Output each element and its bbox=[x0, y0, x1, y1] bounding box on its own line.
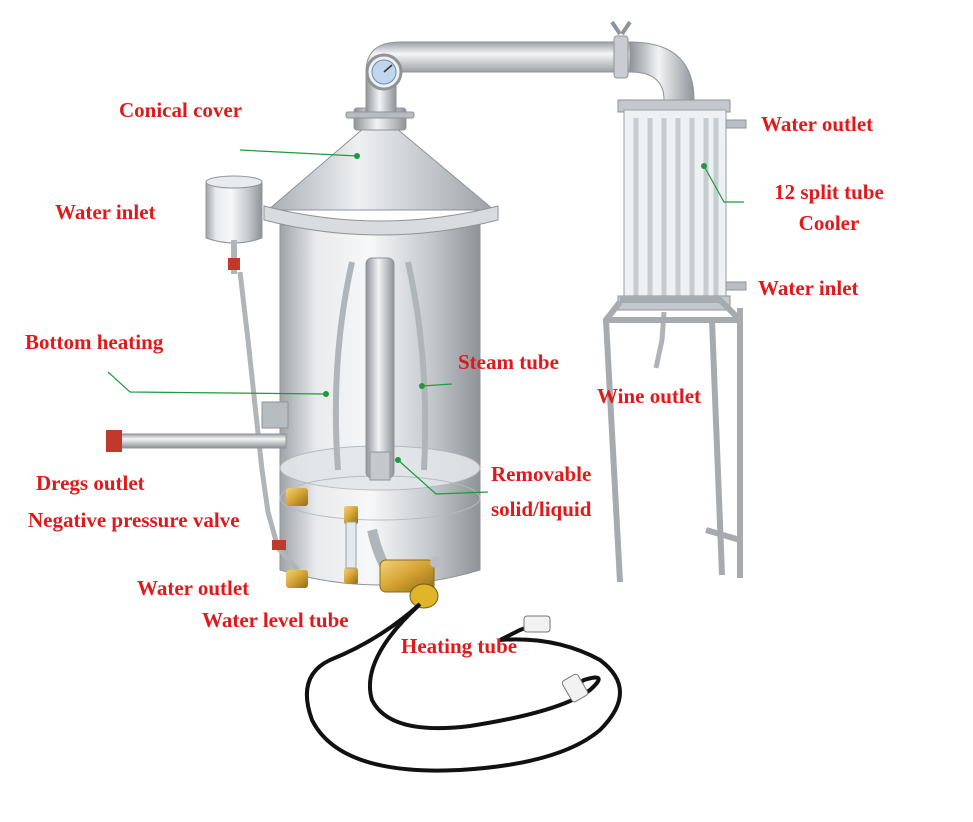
leader-lines bbox=[107, 149, 744, 495]
leader-bottom-heating bbox=[107, 371, 327, 395]
label-water-inlet-left: Water inlet bbox=[55, 200, 156, 224]
cooler-stand bbox=[602, 297, 743, 583]
label-wine-outlet: Wine outlet bbox=[597, 384, 702, 408]
power-plug bbox=[523, 615, 589, 703]
steam-tube-shape bbox=[332, 257, 429, 481]
cooler-shape bbox=[617, 99, 747, 369]
label-steam-tube: Steam tube bbox=[458, 350, 559, 374]
label-negative-pressure-valve: Negative pressure valve bbox=[28, 508, 240, 532]
side-return-pipe bbox=[237, 271, 300, 572]
label-water-level-tube: Water level tube bbox=[202, 608, 349, 632]
leader-cooler bbox=[703, 165, 744, 203]
dregs-outlet-pipe bbox=[106, 401, 289, 452]
label-water-outlet-right: Water outlet bbox=[761, 112, 874, 136]
label-heating-tube: Heating tube bbox=[401, 634, 518, 658]
leader-removable bbox=[397, 459, 489, 495]
brass-fittings bbox=[272, 488, 358, 588]
leader-conical-cover bbox=[239, 149, 358, 157]
label-cooler-line1: 12 split tube bbox=[774, 180, 884, 204]
thermometer-gauge bbox=[365, 53, 403, 91]
label-cooler: 12 split tube Cooler bbox=[754, 177, 904, 239]
label-solid-liquid: solid/liquid bbox=[491, 497, 592, 521]
leader-dots bbox=[323, 153, 707, 463]
heating-element bbox=[367, 528, 442, 609]
label-removable: Removable bbox=[491, 462, 592, 486]
leader-steam-tube bbox=[421, 383, 453, 387]
label-dregs-outlet: Dregs outlet bbox=[36, 471, 145, 495]
label-conical-cover: Conical cover bbox=[119, 98, 243, 122]
conical-cover-shape bbox=[263, 107, 499, 236]
label-water-outlet-left: Water outlet bbox=[137, 576, 250, 600]
label-water-inlet-right: Water inlet bbox=[758, 276, 859, 300]
label-bottom-heating: Bottom heating bbox=[25, 330, 164, 354]
water-inlet-cup bbox=[205, 175, 263, 274]
vapor-pipe bbox=[365, 20, 695, 113]
label-cooler-line2: Cooler bbox=[798, 211, 860, 235]
